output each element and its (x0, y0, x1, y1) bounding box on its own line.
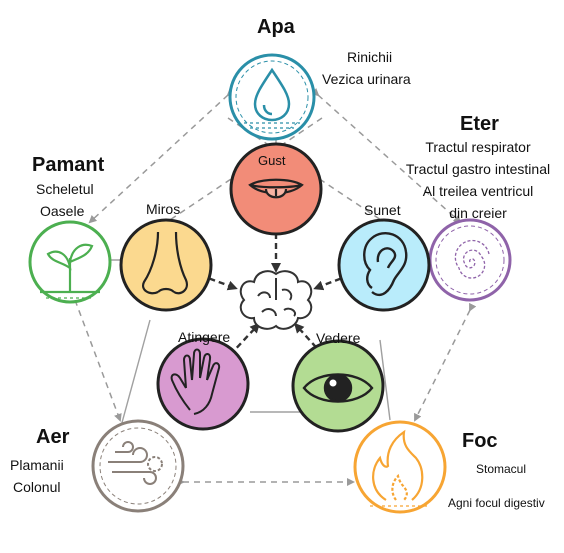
sense-label-gust: Gust (258, 153, 286, 168)
element-apa (228, 53, 316, 141)
organ-item: Tractul respirator (425, 139, 531, 155)
spiral-icon (454, 239, 490, 279)
sense-to-brain-arrows (199, 233, 351, 356)
element-title-pamant: Pamant (32, 154, 105, 176)
organ-item: Rinichii (347, 49, 393, 65)
element-aer (91, 419, 185, 513)
flame-icon (372, 429, 424, 501)
sense-atingere (156, 337, 250, 431)
brain-icon (239, 270, 313, 330)
sense-miros (119, 218, 213, 312)
mouth-icon (248, 178, 304, 199)
element-title-eter: Eter (460, 113, 499, 135)
nose-icon (142, 231, 188, 295)
ear-icon (363, 232, 408, 297)
element-eter (428, 218, 512, 302)
element-pamant (28, 220, 112, 304)
element-title-aer: Aer (36, 426, 70, 448)
wind-icon (108, 441, 163, 485)
organ-item: Plamanii (10, 457, 64, 473)
organs-aer: Plamanii Colonul (10, 454, 64, 498)
sense-sunet (337, 218, 431, 312)
leaves-icon (40, 243, 100, 299)
sense-gust (229, 142, 323, 236)
organs-apa: Rinichii Vezica urinara (322, 46, 411, 90)
organs-pamant: Scheletul Oasele (36, 178, 94, 222)
organ-item: Agni focul digestiv (448, 496, 545, 510)
element-foc (353, 420, 447, 514)
element-title-foc: Foc (462, 430, 498, 452)
sense-label-vedere: Vedere (316, 330, 361, 346)
organ-item: Oasele (40, 203, 85, 219)
organ-item: Colonul (13, 479, 61, 495)
sense-label-atingere: Atingere (178, 329, 231, 345)
eye-icon (302, 373, 374, 403)
organ-item: Al treilea ventricul (422, 183, 534, 199)
organ-item: Stomacul (476, 462, 527, 476)
organ-item: din creier (449, 205, 507, 221)
organ-item: Vezica urinara (322, 71, 411, 87)
organ-item: Tractul gastro intestinal (405, 161, 551, 177)
element-title-apa: Apa (257, 16, 295, 38)
sense-label-sunet: Sunet (364, 202, 401, 218)
sense-label-miros: Miros (146, 201, 181, 217)
water-drop-icon (253, 67, 291, 122)
sense-vedere (291, 339, 385, 433)
organ-item: Scheletul (36, 181, 94, 197)
hand-icon (170, 348, 221, 415)
organs-eter: Tractul respirator Tractul gastro intest… (393, 136, 563, 224)
